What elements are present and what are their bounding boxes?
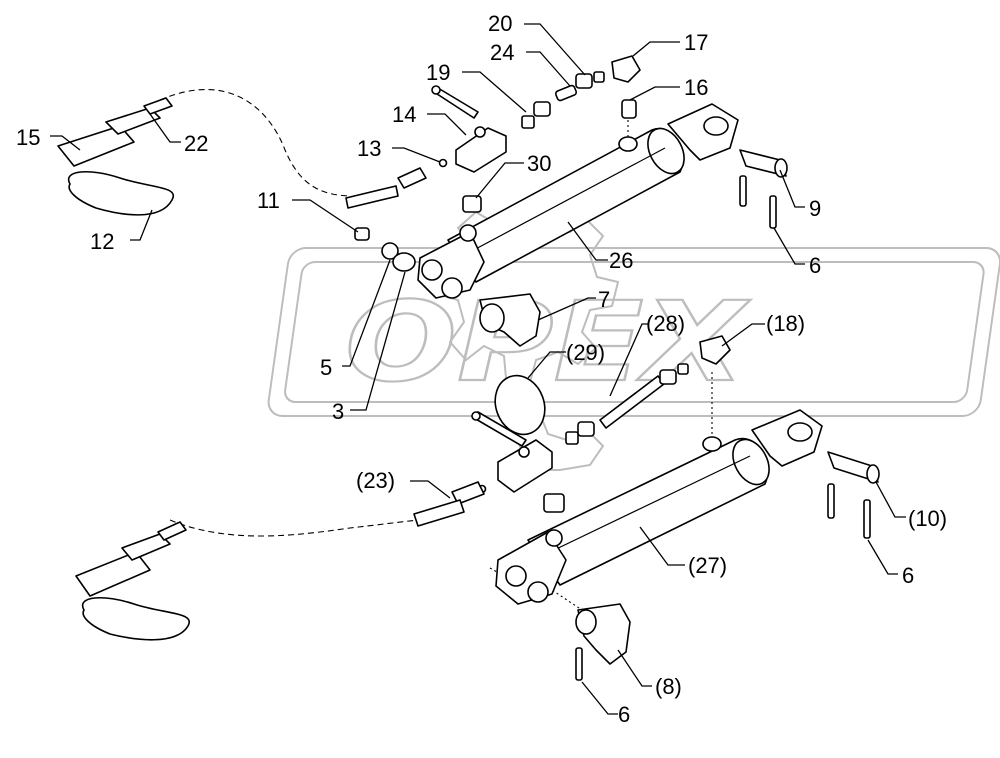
callout-15: 15 <box>16 125 40 150</box>
callout-11: 11 <box>257 188 280 213</box>
pin-7-upper <box>479 293 541 347</box>
callout-14: 14 <box>392 102 416 127</box>
pin-9-upper <box>739 149 788 229</box>
callout-17: 17 <box>684 30 708 55</box>
callout-18: (18) <box>766 311 805 336</box>
callout-3: 3 <box>332 399 344 424</box>
callout-7: 7 <box>598 287 610 312</box>
callout-28: (28) <box>646 311 685 336</box>
callout-26: 26 <box>609 248 633 273</box>
callout-24: 24 <box>490 40 514 65</box>
callout-8: (8) <box>655 674 682 699</box>
callout-9: 9 <box>809 196 821 221</box>
callout-labels: 20 17 24 19 16 14 15 22 13 30 9 11 12 26… <box>16 11 947 727</box>
upper-hydraulic-cylinder <box>417 103 739 299</box>
callout-30: 30 <box>527 151 551 176</box>
callout-27: (27) <box>688 553 727 578</box>
callout-6-upper: 6 <box>809 253 821 278</box>
watermark-text: OPEX <box>345 278 751 406</box>
upper-fittings <box>345 55 641 272</box>
callout-22: 22 <box>184 131 208 156</box>
upper-ball-valve <box>431 85 507 173</box>
lower-fittings <box>413 335 731 527</box>
callout-20: 20 <box>488 11 512 36</box>
lower-ball-valve <box>471 411 553 493</box>
callout-19: 19 <box>426 60 450 85</box>
callout-12: 12 <box>90 229 114 254</box>
leader-lines <box>50 23 906 715</box>
watermark: OPEX <box>267 203 1000 471</box>
callout-23: (23) <box>356 468 395 493</box>
callout-29: (29) <box>566 340 605 365</box>
callout-6-lower-left: 6 <box>618 702 630 727</box>
coupler-left-upper <box>57 97 175 216</box>
callout-10: (10) <box>908 506 947 531</box>
callout-6-lower-right: 6 <box>902 563 914 588</box>
lower-hydraulic-cylinder <box>495 409 823 605</box>
callout-5: 5 <box>320 355 332 380</box>
callout-16: 16 <box>684 75 708 100</box>
coupler-left-lower <box>75 521 191 641</box>
callout-13: 13 <box>357 136 381 161</box>
pin-8-lower <box>575 603 631 681</box>
pin-10-lower <box>827 451 880 539</box>
